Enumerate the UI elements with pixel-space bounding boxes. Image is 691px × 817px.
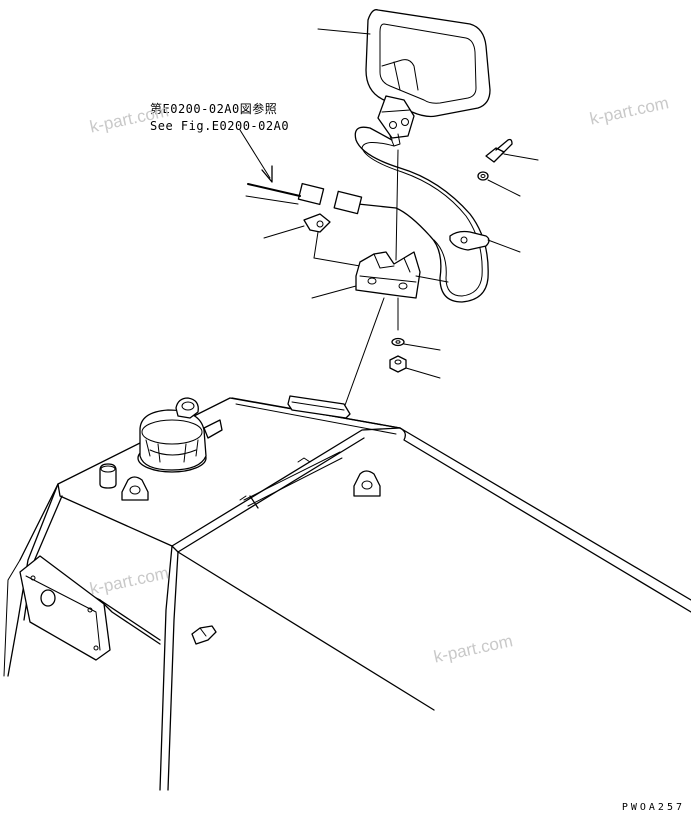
hood-handle <box>287 395 351 419</box>
cable-clamp <box>449 230 521 253</box>
washer-lower <box>391 297 441 351</box>
connector-male <box>297 182 325 206</box>
washer-top <box>477 171 521 197</box>
lamp-harness <box>239 126 489 303</box>
top-lugs <box>99 457 381 501</box>
lamp-bracket <box>311 251 449 299</box>
leader-lamp <box>317 28 371 35</box>
main-harness <box>247 183 301 197</box>
leader-mount <box>343 297 385 409</box>
fuel-cap <box>137 397 223 473</box>
reference-label-jp: 第E0200-02A0図参照 <box>150 102 278 116</box>
machine-body <box>3 395 691 791</box>
connector-female <box>333 190 363 215</box>
front-plate <box>19 555 111 661</box>
figure-code: PWOA257 <box>621 802 685 813</box>
bolt-top <box>485 138 539 163</box>
work-lamp <box>365 9 491 147</box>
side-hook <box>191 625 217 645</box>
reference-label-en: See Fig.E0200-02A0 <box>150 119 290 133</box>
nut-lower <box>389 355 441 379</box>
cable-clip <box>263 213 361 267</box>
